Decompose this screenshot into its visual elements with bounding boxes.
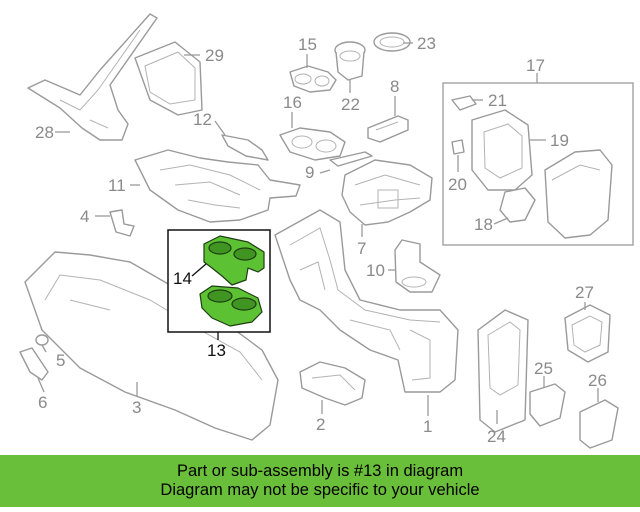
part-1-console-frame bbox=[274, 209, 459, 393]
callout-16: 16 bbox=[283, 93, 302, 112]
part-12-bracket bbox=[221, 134, 269, 161]
callout-12: 12 bbox=[193, 110, 212, 129]
callout-22: 22 bbox=[341, 95, 360, 114]
callout-28: 28 bbox=[35, 123, 54, 142]
callout-14: 14 bbox=[173, 269, 192, 288]
part-4-clip bbox=[109, 209, 135, 237]
callout-13: 13 bbox=[207, 341, 226, 360]
callout-4: 4 bbox=[80, 207, 89, 226]
notice-line-1: Part or sub-assembly is #13 in diagram bbox=[176, 462, 464, 480]
callout-2: 2 bbox=[316, 415, 325, 434]
callout-9: 9 bbox=[305, 163, 314, 182]
part-29-trim bbox=[27, 13, 203, 141]
part-25-26-27-vents bbox=[529, 304, 619, 449]
notice-banner: Part or sub-assembly is #13 in diagram D… bbox=[0, 455, 640, 507]
callout-numbers: 29 23 15 22 8 16 12 9 11 4 28 7 10 14 13… bbox=[35, 34, 607, 446]
callout-23: 23 bbox=[417, 34, 436, 53]
callout-6: 6 bbox=[38, 393, 47, 412]
callout-17: 17 bbox=[526, 56, 545, 75]
part-24-panel bbox=[477, 309, 529, 433]
part-8-switch bbox=[367, 115, 409, 143]
notice-line-2: Diagram may not be specific to your vehi… bbox=[160, 481, 480, 499]
callout-24: 24 bbox=[487, 427, 506, 446]
part-10-bin bbox=[394, 239, 441, 293]
callout-20: 20 bbox=[448, 175, 467, 194]
part-7-bracket bbox=[341, 159, 433, 226]
callout-29: 29 bbox=[205, 46, 224, 65]
callout-15: 15 bbox=[298, 35, 317, 54]
callout-27: 27 bbox=[575, 283, 594, 302]
callout-3: 3 bbox=[132, 398, 141, 417]
part-2-bracket bbox=[299, 361, 366, 406]
part-17-box bbox=[442, 82, 634, 246]
parts-diagram: 29 23 15 22 8 16 12 9 11 4 28 7 10 14 13… bbox=[19, 13, 634, 449]
callout-25: 25 bbox=[534, 359, 553, 378]
part-22-23-cups bbox=[334, 32, 411, 81]
callout-10: 10 bbox=[366, 261, 385, 280]
part-9-strip bbox=[329, 151, 373, 167]
callout-21: 21 bbox=[488, 91, 507, 110]
part-11-console-top bbox=[134, 149, 301, 223]
callout-11: 11 bbox=[108, 176, 126, 195]
callout-19: 19 bbox=[550, 131, 569, 150]
callout-1: 1 bbox=[423, 417, 432, 436]
callout-7: 7 bbox=[357, 239, 366, 258]
callout-26: 26 bbox=[588, 371, 607, 390]
part-13-highlight-box bbox=[167, 229, 271, 333]
part-15-16-rings bbox=[279, 65, 346, 161]
callout-5: 5 bbox=[56, 351, 65, 370]
part-5-6-clips bbox=[19, 334, 49, 381]
leader-lines bbox=[37, 42, 599, 424]
callout-18: 18 bbox=[474, 215, 493, 234]
callout-8: 8 bbox=[390, 77, 399, 96]
part-3-side-panel bbox=[24, 251, 279, 441]
